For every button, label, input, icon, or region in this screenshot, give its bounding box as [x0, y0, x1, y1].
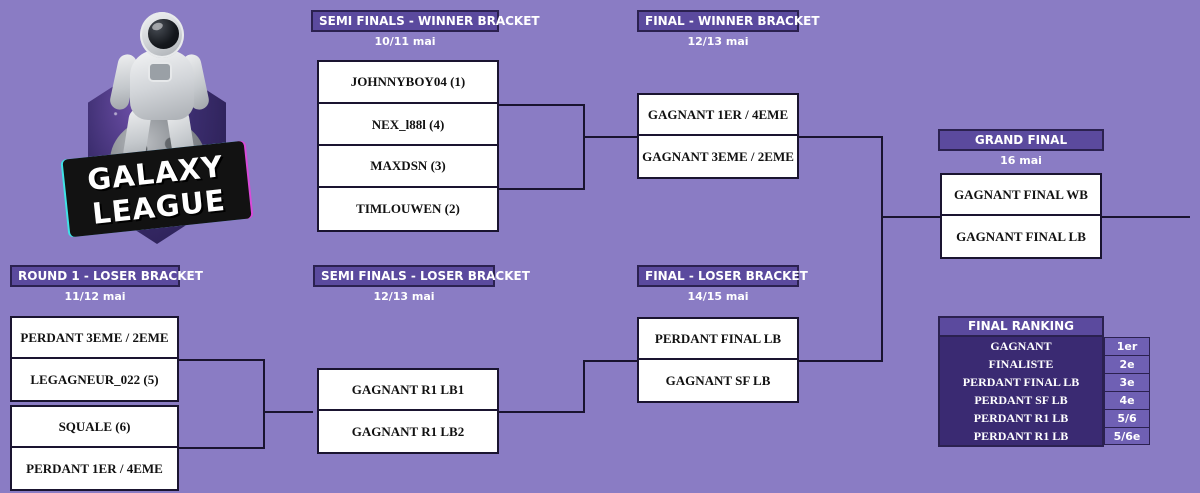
match-slot-top[interactable]: GAGNANT FINAL WB — [942, 175, 1100, 216]
match-lb-r1-1[interactable]: PERDANT 3EME / 2EME LEGAGNEUR_022 (5) — [10, 316, 179, 402]
astronaut-chest-panel — [150, 64, 170, 80]
connector-grand-in — [881, 216, 940, 218]
section-date: 10/11 mai — [374, 35, 436, 48]
section-date: 12/13 mai — [373, 290, 435, 303]
connector-lbfinal-out — [797, 360, 883, 362]
ranking-row: PERDANT R1 LB — [973, 428, 1069, 443]
connector-grand-final-out — [1102, 216, 1190, 218]
place-cell: 5/6e — [1104, 427, 1150, 445]
connector-lb-r1-join — [263, 359, 265, 447]
place-cell: 3e — [1104, 373, 1150, 391]
connector-lb-sf-out — [499, 411, 585, 413]
connector-grand-join-bottom — [881, 216, 883, 362]
ranking-row: PERDANT SF LB — [974, 392, 1068, 407]
section-round1-loser-bracket: ROUND 1 - LOSER BRACKET 11/12 mai — [10, 265, 203, 304]
section-title: FINAL - WINNER BRACKET — [637, 10, 820, 32]
place-cell: 2e — [1104, 355, 1150, 373]
match-grand-final[interactable]: GAGNANT FINAL WB GAGNANT FINAL LB — [940, 173, 1102, 259]
ranking-row: PERDANT FINAL LB — [962, 374, 1080, 389]
connector-grand-join-top — [881, 136, 883, 218]
match-wb-sf1[interactable]: JOHNNYBOY04 (1) NEX_l88l (4) — [317, 60, 499, 148]
match-slot-top[interactable]: PERDANT FINAL LB — [639, 319, 797, 360]
section-semi-finals-loser-bracket: SEMI FINALS - LOSER BRACKET 12/13 mai — [313, 265, 530, 304]
ranking-row: FINALISTE — [988, 356, 1054, 371]
place-cell: 1er — [1104, 337, 1150, 355]
match-slot-bottom[interactable]: LEGAGNEUR_022 (5) — [30, 371, 159, 387]
match-lb-r1-2[interactable]: SQUALE (6) PERDANT 1ER / 4EME — [10, 405, 179, 491]
section-date: 12/13 mai — [687, 35, 749, 48]
match-wb-sf2[interactable]: MAXDSN (3) TIMLOUWEN (2) — [317, 144, 499, 232]
match-slot-bottom[interactable]: GAGNANT 3EME / 2EME — [642, 148, 794, 164]
match-wb-final[interactable]: GAGNANT 1ER / 4EME GAGNANT 3EME / 2EME — [637, 93, 799, 179]
place-cell: 4e — [1104, 391, 1150, 409]
connector-wb-sf2 — [499, 188, 585, 190]
section-title: SEMI FINALS - WINNER BRACKET — [311, 10, 540, 32]
section-semi-finals-winner-bracket: SEMI FINALS - WINNER BRACKET 10/11 mai — [311, 10, 540, 49]
match-slot-top[interactable]: SQUALE (6) — [12, 407, 177, 448]
connector-lb-r1-1 — [179, 359, 265, 361]
section-date: 11/12 mai — [64, 290, 126, 303]
section-grand-final: GRAND FINAL 16 mai — [938, 129, 1104, 168]
astronaut-body — [130, 50, 194, 120]
match-slot-bottom[interactable]: PERDANT 1ER / 4EME — [26, 460, 163, 476]
match-slot-bottom[interactable]: GAGNANT FINAL LB — [956, 228, 1086, 244]
connector-lb-final-join — [583, 360, 585, 411]
connector-wbfinal-out — [797, 136, 883, 138]
connector-wb-to-final — [583, 136, 639, 138]
section-final-winner-bracket: FINAL - WINNER BRACKET 12/13 mai — [637, 10, 820, 49]
section-title: FINAL - LOSER BRACKET — [637, 265, 808, 287]
match-slot-top[interactable]: GAGNANT R1 LB1 — [319, 370, 497, 411]
connector-wb-sf1 — [499, 104, 585, 106]
section-date: 14/15 mai — [687, 290, 749, 303]
final-ranking-rows: GAGNANT FINALISTE PERDANT FINAL LB PERDA… — [938, 337, 1104, 447]
match-slot-bottom[interactable]: TIMLOUWEN (2) — [356, 201, 460, 216]
match-slot-top[interactable]: JOHNNYBOY04 (1) — [319, 62, 497, 104]
match-slot-top[interactable]: MAXDSN (3) — [319, 146, 497, 188]
connector-lb-to-sf — [263, 411, 313, 413]
galaxy-league-logo: GALAXY LEAGUE — [58, 0, 254, 258]
section-date: 16 mai — [1000, 154, 1042, 167]
final-ranking-table: FINAL RANKING GAGNANT FINALISTE PERDANT … — [938, 316, 1104, 447]
match-lb-final[interactable]: PERDANT FINAL LB GAGNANT SF LB — [637, 317, 799, 403]
place-cell: 5/6 — [1104, 409, 1150, 427]
match-slot-bottom[interactable]: NEX_l88l (4) — [371, 117, 445, 132]
astronaut-visor — [148, 19, 179, 49]
match-slot-top[interactable]: GAGNANT 1ER / 4EME — [639, 95, 797, 136]
match-slot-top[interactable]: PERDANT 3EME / 2EME — [12, 318, 177, 359]
section-title: SEMI FINALS - LOSER BRACKET — [313, 265, 530, 287]
final-ranking-places: 1er 2e 3e 4e 5/6 5/6e — [1104, 337, 1150, 445]
match-lb-sf[interactable]: GAGNANT R1 LB1 GAGNANT R1 LB2 — [317, 368, 499, 454]
ranking-row: PERDANT R1 LB — [973, 410, 1069, 425]
connector-wb-join — [583, 104, 585, 190]
connector-lb-to-final — [583, 360, 639, 362]
section-title: GRAND FINAL — [938, 129, 1104, 151]
final-ranking-title: FINAL RANKING — [938, 316, 1104, 337]
ranking-row: GAGNANT — [990, 338, 1052, 353]
section-final-loser-bracket: FINAL - LOSER BRACKET 14/15 mai — [637, 265, 808, 304]
match-slot-bottom[interactable]: GAGNANT SF LB — [665, 372, 771, 388]
match-slot-bottom[interactable]: GAGNANT R1 LB2 — [351, 423, 465, 439]
connector-lb-r1-2 — [179, 447, 265, 449]
section-title: ROUND 1 - LOSER BRACKET — [10, 265, 203, 287]
